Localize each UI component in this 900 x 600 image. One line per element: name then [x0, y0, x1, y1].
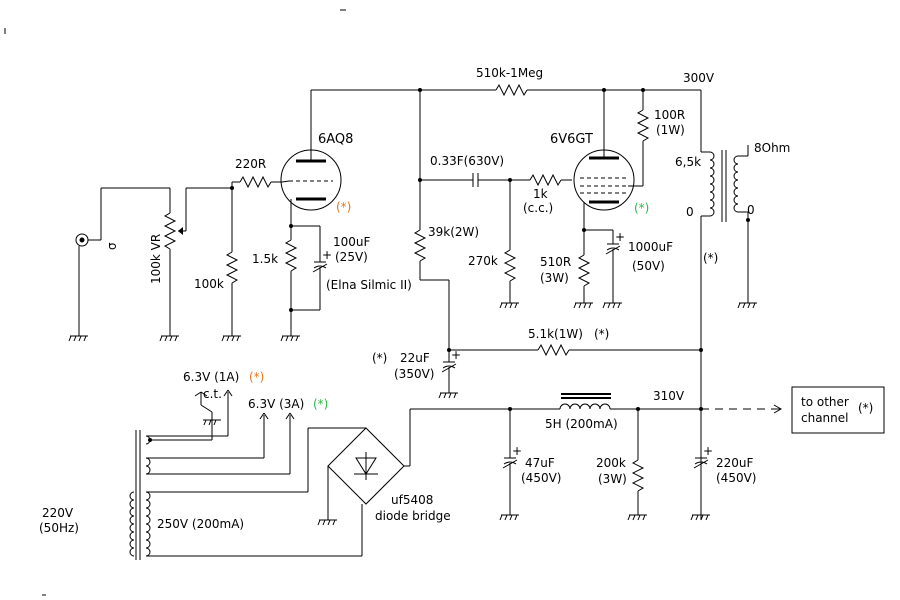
cap-22uf-star: (*) — [372, 351, 387, 365]
resistor-510r-watt: (3W) — [540, 271, 569, 285]
resistor-39k-label: 39k(2W) — [428, 225, 479, 239]
svg-text:+: + — [703, 444, 713, 458]
coupling-cap-label: 0.33F(630V) — [430, 154, 504, 168]
resistor-200k-watt: (3W) — [598, 472, 627, 486]
resistor-1k-label: 1k — [533, 187, 548, 201]
resistor-100r-label: 100R — [654, 108, 685, 122]
resistor-1k-note: (c.c.) — [523, 201, 553, 215]
resistor-220r — [231, 175, 282, 189]
cap-1000uf-label: 1000uF — [628, 240, 673, 254]
resistor-1k — [529, 173, 572, 187]
choke-label: 5H (200mA) — [545, 417, 618, 431]
ct-label: c.t. — [203, 387, 222, 401]
hv-secondary-label: 250V (200mA) — [157, 517, 244, 531]
power-transformer — [129, 430, 362, 560]
hv-rail — [410, 393, 783, 414]
resistor-200k-label: 200k — [596, 456, 626, 470]
coupling-capacitor — [420, 173, 530, 187]
volume-pot-label: 100k VR — [149, 234, 163, 284]
resistor-5k1-star: (*) — [594, 327, 609, 341]
resistor-100r-watt: (1W) — [656, 123, 685, 137]
tube-6aq8-label: 6AQ8 — [318, 132, 353, 147]
svg-text:+: + — [451, 348, 461, 362]
other-channel-star: (*) — [858, 401, 873, 415]
feedback-resistor-label: 510k-1Meg — [476, 66, 543, 80]
bridge-part-label: uf5408 — [391, 493, 433, 507]
bridge-desc-label: diode bridge — [375, 509, 451, 523]
tube-6v6gt-label: 6V6GT — [550, 132, 593, 147]
tube-6v6gt — [573, 90, 643, 230]
b-plus-300v-label: 300V — [683, 71, 715, 85]
cap-47uf-label: 47uF — [525, 456, 555, 470]
volume-pot — [101, 187, 232, 342]
other-channel-line1: to other — [801, 395, 849, 409]
heater-leads — [194, 389, 295, 474]
input-jack — [68, 188, 102, 342]
resistor-220r-label: 220R — [235, 157, 266, 171]
cap-22uf-volt: (350V) — [394, 367, 434, 381]
green-star-mark: (*) — [634, 201, 649, 215]
b-plus-310v-label: 310V — [653, 389, 685, 403]
heater-1-star: (*) — [249, 370, 264, 384]
heater-2-label: 6.3V (3A) — [248, 397, 304, 411]
cap-elna-label: (Elna Silmic II) — [326, 278, 412, 292]
ot-zero-left: 0 — [686, 205, 694, 219]
resistor-100k-label: 100k — [194, 277, 224, 291]
resistor-100k — [221, 186, 242, 342]
cap-47uf-volt: (450V) — [521, 471, 561, 485]
svg-text:+: + — [615, 230, 625, 244]
ot-zero-right: 0 — [747, 203, 755, 217]
cathode-network-2: + — [573, 228, 625, 309]
resistor-100r — [636, 90, 650, 186]
cap-100uf-label: 100uF — [333, 235, 371, 249]
cap-220uf: + — [690, 444, 713, 521]
orange-star-mark: (*) — [336, 200, 351, 214]
cap-220uf-label: 220uF — [716, 456, 754, 470]
cap-1000uf-volt: (50V) — [632, 259, 665, 273]
resistor-1k5-label: 1.5k — [252, 252, 278, 266]
diode-bridge — [307, 409, 411, 556]
ot-8ohm-label: 8Ohm — [754, 141, 790, 155]
mains-voltage-label: 220V — [42, 506, 74, 520]
ot-star-mark: (*) — [703, 251, 718, 265]
output-transformer — [700, 145, 758, 520]
svg-text:+: + — [322, 248, 332, 262]
resistor-510r-label: 510R — [540, 255, 571, 269]
resistor-39k — [413, 90, 450, 350]
cap-47uf: + — [499, 409, 522, 521]
svg-text:+: + — [512, 444, 522, 458]
ot-primary-label: 6,5k — [675, 155, 701, 169]
other-channel-line2: channel — [801, 411, 848, 425]
cap-220uf-volt: (450V) — [716, 471, 756, 485]
resistor-5k1-label: 5.1k(1W) — [528, 327, 583, 341]
decoupling-network: + — [438, 343, 703, 399]
resistor-200k — [627, 409, 648, 521]
cap-22uf-label: 22uF — [400, 351, 430, 365]
other-channel-box — [791, 386, 885, 434]
resistor-270k — [499, 180, 520, 309]
cathode-network-1: + — [280, 224, 332, 342]
heater-2-star: (*) — [313, 397, 328, 411]
input-symbol: σ — [105, 242, 119, 250]
heater-1-label: 6.3V (1A) — [183, 370, 239, 384]
resistor-270k-label: 270k — [468, 254, 498, 268]
tube-6aq8 — [280, 90, 342, 226]
mains-freq-label: (50Hz) — [39, 521, 79, 535]
cap-100uf-volt: (25V) — [335, 250, 368, 264]
